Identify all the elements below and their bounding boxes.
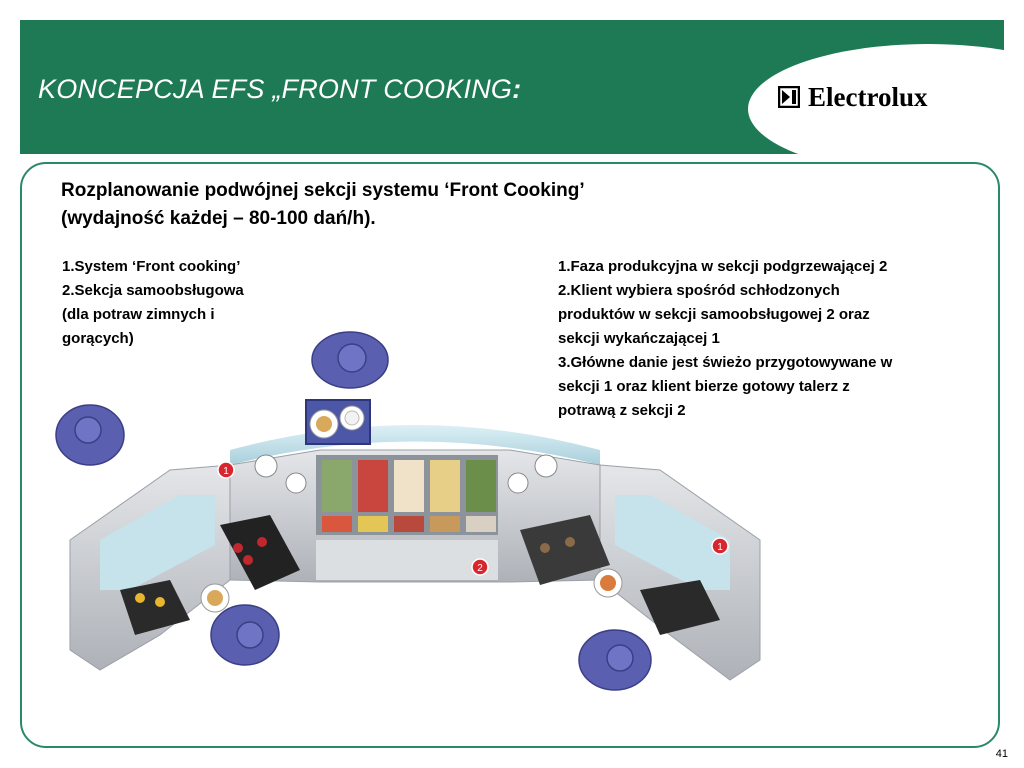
left-front-cooking-station [69,464,300,671]
subtitle-line: (wydajność każdej – 80-100 dań/h). [61,208,376,229]
header-banner: KONCEPCJA EFS „FRONT COOKING: [20,20,1004,154]
list-item: 2.Klient wybiera spośród schłodzonych [558,282,840,299]
list-item: 2.Sekcja samoobsługowa [62,282,244,299]
list-item: 3.Główne danie jest świeżo przygotowywan… [558,354,893,371]
marker-label: 1 [223,466,229,477]
left-list: 1.System ‘Front cooking’ 2.Sekcja samoob… [62,255,312,351]
slide-subtitle: Rozplanowanie podwójnej sekcji systemu ‘… [61,177,781,233]
marker-1-right: 1 [711,537,729,555]
page-title: KONCEPCJA EFS „FRONT COOKING: [38,74,521,105]
title-text: KONCEPCJA EFS „FRONT COOKING [38,74,513,104]
front-cooking-layout-illustration: 1 2 1 [55,331,761,691]
title-colon: : [512,74,522,104]
list-item: potrawą z sekcji 2 [558,402,686,419]
logo-wordmark: Electrolux [808,81,928,112]
marker-2-center: 2 [471,558,489,576]
person-figure [55,404,125,466]
list-item: gorących) [62,330,134,347]
list-item: sekcji wykańczającej 1 [558,330,720,347]
person-figure [578,629,652,691]
list-item: 1.Faza produkcyjna w sekcji podgrzewając… [558,258,888,275]
list-item: sekcji 1 oraz klient bierze gotowy taler… [558,378,850,395]
plate-tray [305,399,371,445]
person-figure [210,604,280,666]
page-number: 41 [995,748,1008,760]
electrolux-logo: Electrolux [778,80,927,114]
center-self-service-counter [229,449,601,583]
electrolux-logo-icon [778,86,800,108]
list-item: produktów w sekcji samoobsługowej 2 oraz [558,306,870,323]
subtitle-line: Rozplanowanie podwójnej sekcji systemu ‘… [61,180,585,201]
marker-label: 1 [717,542,723,553]
right-front-cooking-station [520,464,761,681]
right-list: 1.Faza produkcyjna w sekcji podgrzewając… [558,255,1004,423]
person-figure [311,331,389,389]
marker-label: 2 [477,563,483,574]
list-item: 1.System ‘Front cooking’ [62,258,241,275]
list-item: (dla potraw zimnych i [62,306,215,323]
marker-1-left: 1 [217,461,235,479]
